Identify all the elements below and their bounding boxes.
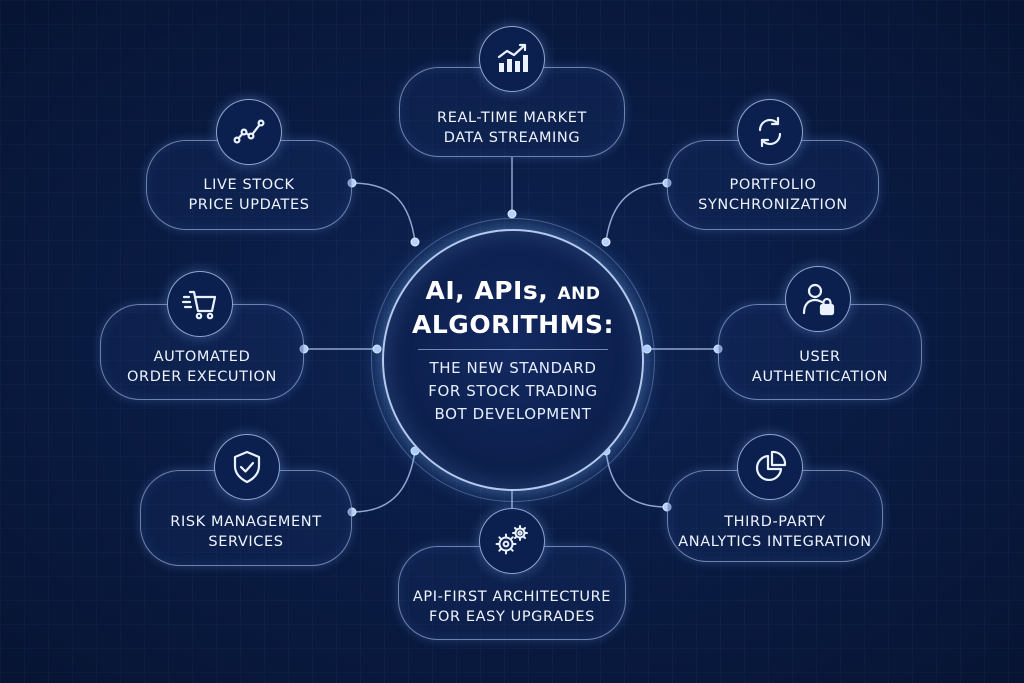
gears-icon [479, 508, 545, 574]
node-label-line: RISK MANAGEMENT [170, 514, 322, 530]
node-label-line: SYNCHRONIZATION [698, 197, 848, 213]
connector-dot [601, 237, 611, 247]
hub-subtitle-line: FOR STOCK TRADING [428, 382, 598, 400]
connector-dot [299, 344, 309, 354]
node-label-line: USER [799, 349, 841, 365]
pie-chart-icon [737, 434, 803, 500]
node-label-line: PORTFOLIO [729, 177, 817, 193]
hub-subtitle: THE NEW STANDARD FOR STOCK TRADING BOT D… [384, 357, 642, 426]
hub-subtitle-line: BOT DEVELOPMENT [434, 405, 592, 423]
node-label-line: AUTHENTICATION [751, 369, 889, 385]
hub-title-line2: ALGORITHMS: [412, 310, 614, 339]
connector-dot [507, 209, 517, 219]
hub-outer-ring [371, 218, 655, 502]
central-hub: AI, APIs, AND ALGORITHMS: THE NEW STANDA… [382, 229, 644, 491]
node-label-line: PRICE UPDATES [188, 197, 310, 213]
connector-analytics [605, 450, 668, 508]
sync-icon [737, 99, 803, 165]
node-label-line: API-FIRST ARCHITECTURE [412, 589, 612, 605]
node-label-line: AUTOMATED [153, 349, 251, 365]
node-label-line: THIRD-PARTY [724, 514, 826, 530]
bar-chart-trend-icon [479, 26, 545, 92]
shopping-cart-icon [167, 271, 233, 337]
node-label-line: DATA STREAMING [443, 130, 581, 146]
node-label-line: REAL-TIME MARKET [437, 110, 587, 126]
line-chart-icon [216, 99, 282, 165]
connector-dot [347, 178, 357, 188]
connector-dot [410, 237, 420, 247]
node-label-line: LIVE STOCK [203, 177, 295, 193]
connector-portfolio [605, 182, 668, 243]
hub-title-line1: AI, APIs, AND [384, 276, 642, 305]
user-lock-icon [785, 266, 851, 332]
hub-title-and: AND [557, 284, 601, 304]
hub-subtitle-line: THE NEW STANDARD [429, 359, 597, 377]
node-label-line: SERVICES [208, 534, 284, 550]
node-label-line: ANALYTICS INTEGRATION [678, 534, 872, 550]
hub-title-main: AI, APIs, [425, 276, 549, 305]
connector-live-price [351, 182, 416, 243]
connector-risk [351, 450, 416, 513]
connector-dot [347, 507, 357, 517]
hub-divider [418, 349, 608, 350]
node-label-line: FOR EASY UPGRADES [429, 609, 595, 625]
node-user-authentication[interactable]: USER AUTHENTICATION [718, 304, 922, 400]
shield-check-icon [214, 434, 280, 500]
node-label-line: ORDER EXECUTION [127, 369, 277, 385]
